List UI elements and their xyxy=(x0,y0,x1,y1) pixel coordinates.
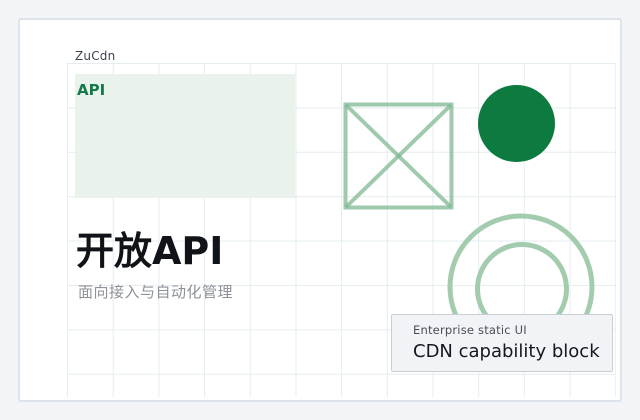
image-placeholder-icon xyxy=(343,102,454,210)
capability-tooltip: Enterprise static UI CDN capability bloc… xyxy=(391,314,613,372)
brand-label: ZuCdn xyxy=(75,49,116,63)
page-title: 开放API xyxy=(76,229,224,273)
api-block-label: API xyxy=(77,81,106,99)
content-card: ZuCdn API 开放API 面向接入与自动化管理 Enterprise st… xyxy=(18,18,622,402)
filled-circle-shape xyxy=(478,85,555,162)
tooltip-eyebrow: Enterprise static UI xyxy=(413,323,527,337)
api-block: API xyxy=(75,74,295,198)
tooltip-title: CDN capability block xyxy=(413,341,600,362)
page-subtitle: 面向接入与自动化管理 xyxy=(78,283,234,301)
